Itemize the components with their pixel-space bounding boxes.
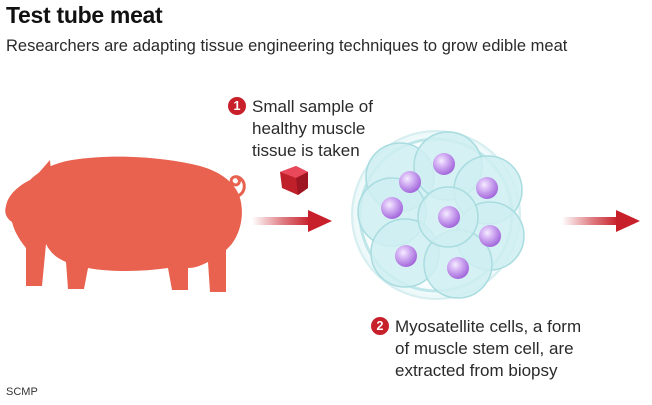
- step-text-line: Small sample of: [252, 97, 373, 116]
- pig-icon: [5, 156, 246, 292]
- step-text: Small sample of healthy muscle tissue is…: [252, 96, 373, 162]
- page-title: Test tube meat: [6, 2, 163, 28]
- step-1: 1 Small sample of healthy muscle tissue …: [228, 96, 388, 162]
- step-text-line: healthy muscle: [252, 119, 366, 138]
- page-subtitle: Researchers are adapting tissue engineer…: [6, 37, 568, 55]
- cell-cluster-icon: [351, 130, 525, 300]
- step-number-badge: 1: [228, 97, 246, 115]
- step-text: Myosatellite cells, a form of muscle ste…: [395, 316, 581, 382]
- step-number-badge: 2: [371, 317, 389, 335]
- step-text-line: tissue is taken: [252, 141, 360, 160]
- step-text-line: Myosatellite cells, a form: [395, 317, 582, 336]
- step-2: 2 Myosatellite cells, a form of muscle s…: [371, 316, 641, 382]
- source-credit: SCMP: [6, 386, 38, 398]
- tissue-sample-icon: [280, 166, 308, 195]
- step-text-line: of muscle stem cell, are: [395, 339, 574, 358]
- step-text-line: extracted from biopsy: [395, 361, 558, 380]
- arrow-right-icon: [562, 210, 640, 232]
- arrow-right-icon: [252, 210, 332, 232]
